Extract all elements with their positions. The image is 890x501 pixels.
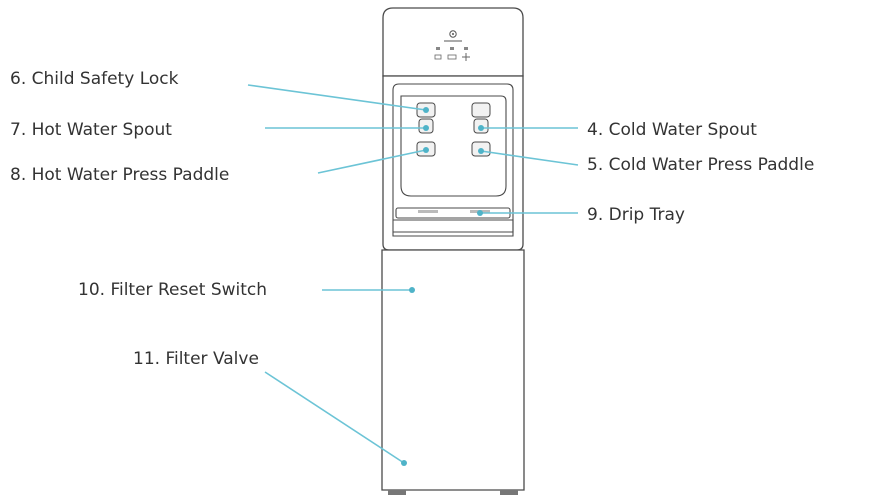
leader-dots	[401, 107, 484, 466]
callout-labels: 6. Child Safety Lock 7. Hot Water Spout …	[10, 69, 814, 369]
callout-label-hot-water-press-paddle: 8. Hot Water Press Paddle	[10, 165, 229, 185]
dispenser-upper-body	[382, 75, 524, 251]
callout-label-hot-water-spout: 7. Hot Water Spout	[10, 120, 172, 140]
leader-dot-hot-water-spout	[423, 125, 429, 131]
cold-top-part	[471, 102, 491, 118]
leader-dot-hot-water-press-paddle	[423, 147, 429, 153]
callout-label-cold-water-press-paddle: 5. Cold Water Press Paddle	[587, 155, 814, 175]
left-foot	[388, 490, 406, 495]
leader-dot-drip-tray	[477, 210, 483, 216]
dispenser-lower-cabinet	[381, 249, 525, 491]
leader-line-hot-water-press-paddle	[317, 149, 427, 174]
leader-dot-filter-reset-switch	[409, 287, 415, 293]
callout-label-filter-reset-switch: 10. Filter Reset Switch	[78, 280, 267, 300]
leader-line-child-safety-lock	[247, 84, 427, 111]
callout-label-drip-tray: 9. Drip Tray	[587, 205, 685, 225]
leader-line-cold-water-press-paddle	[480, 150, 579, 166]
leader-dot-filter-valve	[401, 460, 407, 466]
dispenser-illustration	[381, 7, 525, 495]
leader-dot-cold-water-spout	[478, 125, 484, 131]
leader-line-filter-valve	[264, 371, 405, 464]
callout-label-child-safety-lock: 6. Child Safety Lock	[10, 69, 179, 89]
leader-dot-cold-water-press-paddle	[478, 148, 484, 154]
dispensing-recess	[392, 83, 514, 237]
dispensing-recess-inner	[400, 95, 507, 197]
callout-label-filter-valve: 11. Filter Valve	[133, 349, 259, 369]
drip-tray-base	[393, 219, 514, 233]
brand-logo-icon	[444, 30, 462, 42]
right-foot	[500, 490, 518, 495]
drip-tray-grill-left	[418, 210, 438, 213]
callout-label-cold-water-spout: 4. Cold Water Spout	[587, 120, 757, 140]
leader-dot-child-safety-lock	[423, 107, 429, 113]
control-panel-icon	[434, 47, 470, 61]
leader-lines	[247, 84, 579, 464]
